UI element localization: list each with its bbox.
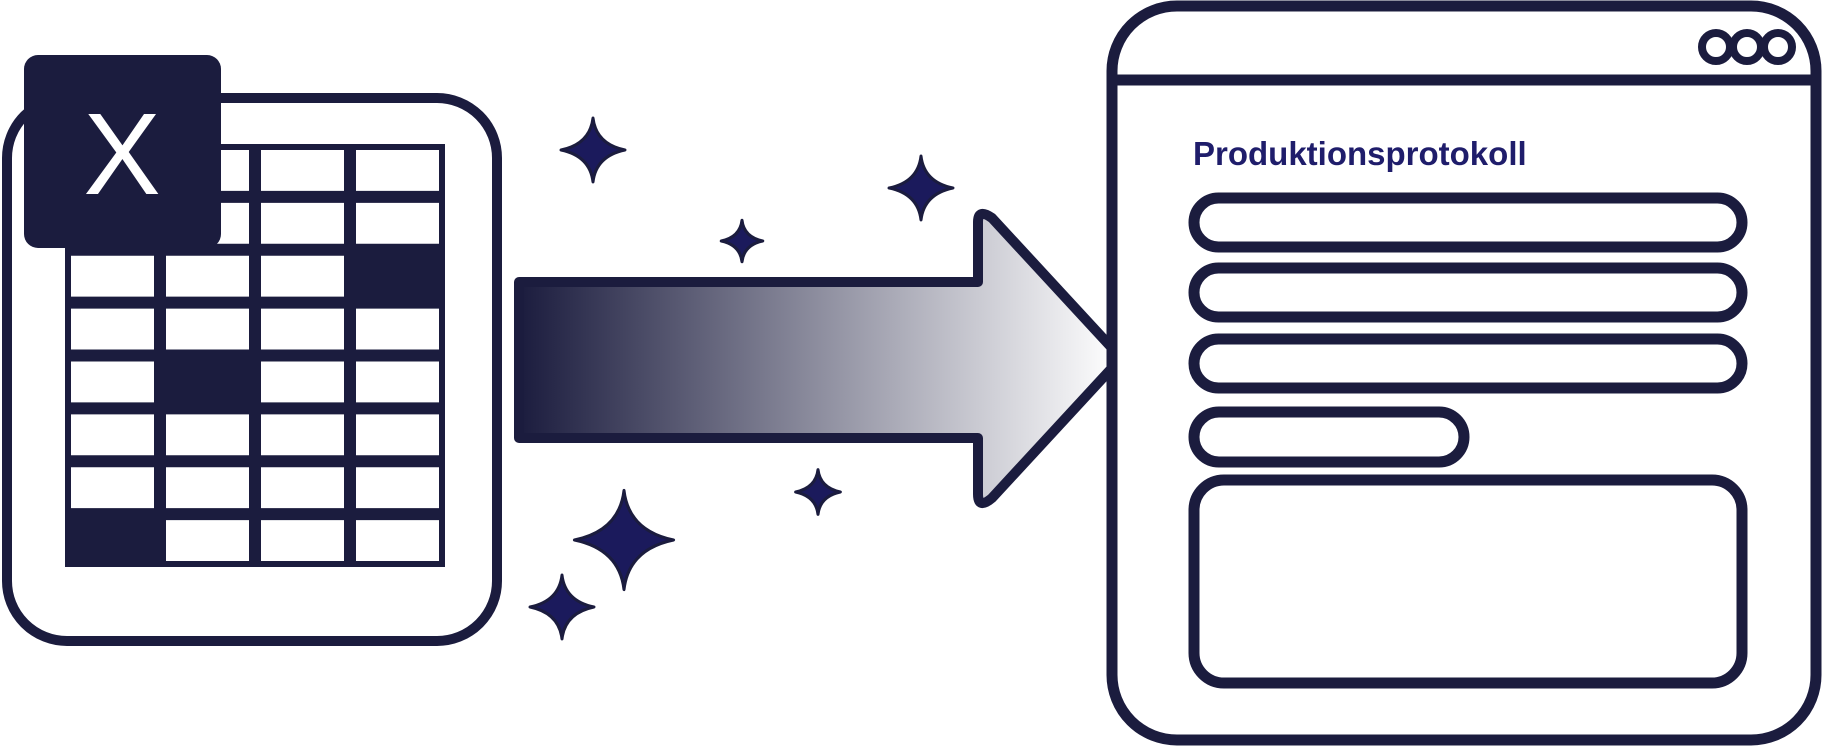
grid-cell [166, 414, 249, 456]
grid-cell [261, 520, 344, 561]
sparkle-icon [572, 488, 676, 592]
grid-cell [261, 414, 344, 456]
sparkle-icon [528, 573, 596, 641]
grid-cell [71, 255, 154, 297]
grid-cell [356, 414, 439, 456]
grid-cell [71, 308, 154, 350]
grid-cell [356, 361, 439, 403]
grid-cell [261, 150, 344, 191]
grid-cell [166, 308, 249, 350]
grid-cell [261, 361, 344, 403]
window-dot-icon[interactable] [1760, 29, 1796, 65]
window-dot-icon[interactable] [1729, 29, 1765, 65]
form-field-3[interactable] [1188, 333, 1748, 394]
form-field-1[interactable] [1188, 192, 1748, 253]
sparkle-icon [559, 116, 627, 184]
sparkle-icon [794, 468, 842, 516]
grid-cell [71, 467, 154, 509]
form-textarea[interactable] [1188, 474, 1748, 689]
grid-cell [356, 202, 439, 244]
form-title: Produktionsprotokoll [1193, 135, 1527, 172]
excel-badge [24, 55, 221, 248]
grid-cell [71, 414, 154, 456]
form-field-short[interactable] [1188, 406, 1470, 468]
sparkle-icon [887, 154, 955, 222]
grid-cell [261, 467, 344, 509]
sparkle-icon [719, 218, 765, 264]
grid-cell [261, 308, 344, 350]
sparkles [528, 116, 955, 641]
excel-spreadsheet-icon: X [2, 55, 502, 646]
form-field-2[interactable] [1188, 262, 1748, 323]
grid-cell [356, 308, 439, 350]
grid-cell [261, 202, 344, 244]
grid-cell [356, 150, 439, 191]
form-window: Produktionsprotokoll [1106, 0, 1822, 746]
grid-cell [166, 520, 249, 561]
grid-cell [166, 255, 249, 297]
gradient-arrow-icon [514, 208, 1122, 509]
window-dot-icon[interactable] [1698, 29, 1734, 65]
grid-cell [356, 467, 439, 509]
grid-cell [166, 467, 249, 509]
grid-cell [261, 255, 344, 297]
grid-cell [71, 361, 154, 403]
window-controls[interactable] [1698, 29, 1796, 65]
grid-cell [356, 520, 439, 561]
excel-badge-letter: X [83, 89, 160, 219]
